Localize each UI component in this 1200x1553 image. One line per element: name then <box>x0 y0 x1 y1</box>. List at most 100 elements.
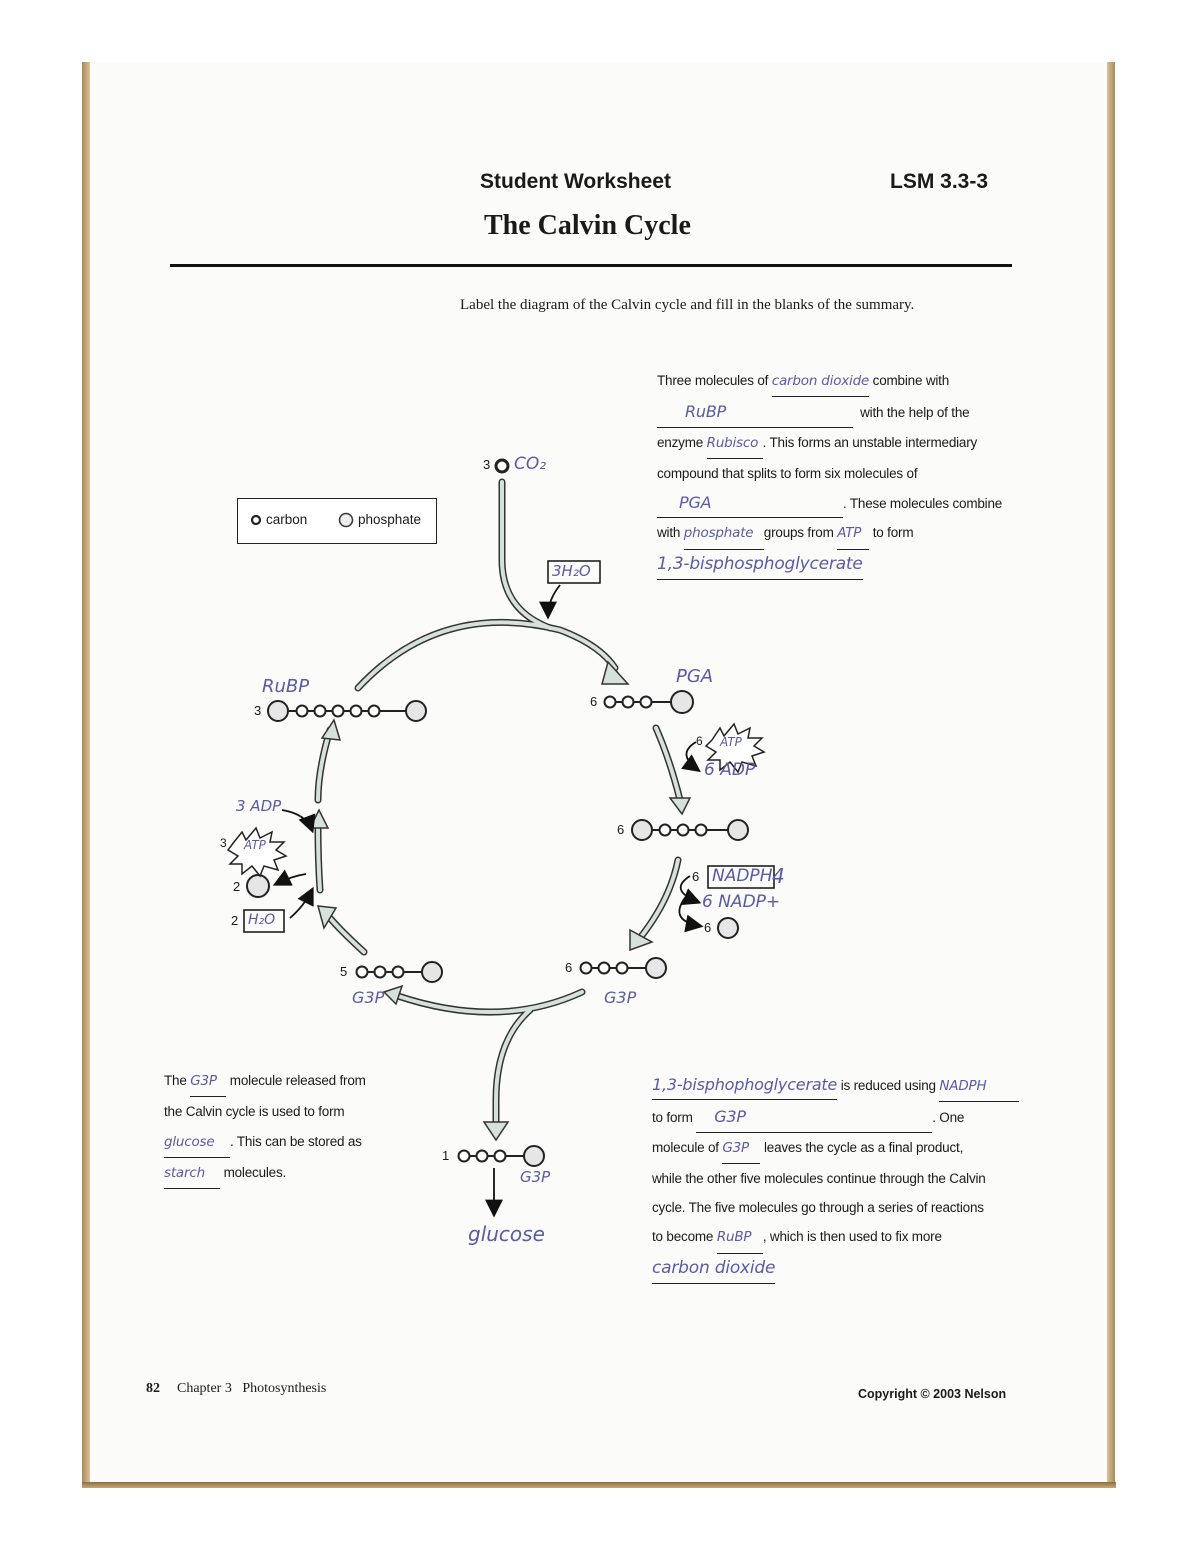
summary-top-text-6: compound that splits to form six molecul… <box>657 465 918 481</box>
page-title: The Calvin Cycle <box>484 210 691 241</box>
summary-right-text-5: leaves the cycle as a final product, <box>763 1139 964 1155</box>
co2-carbon-atom <box>494 458 510 474</box>
summary-right-text-3: . One <box>932 1110 965 1126</box>
answer-glucose: glucose <box>164 1128 230 1158</box>
copyright: Copyright © 2003 Nelson <box>858 1387 1007 1401</box>
arrowhead-rubp <box>320 718 342 741</box>
answer-rubp: RuBP <box>657 397 853 428</box>
summary-top-text-8: with <box>657 525 681 541</box>
answer-carbon-dioxide-2: carbon dioxide <box>652 1254 775 1285</box>
nadph-box <box>707 865 775 889</box>
legend-box: carbon phosphate <box>237 498 437 544</box>
h2o-left-count: 2 <box>231 913 239 928</box>
h2o-in-arrow <box>539 584 561 620</box>
molecule-g3p-right <box>579 957 667 979</box>
rubp-label: RuBP <box>262 676 310 697</box>
g3p-left-count: 5 <box>340 964 348 979</box>
phosphate-out-arrow <box>678 893 704 933</box>
summary-right-text-2: to form <box>652 1110 693 1126</box>
chapter-label: Chapter 3 Photosynthesis <box>177 1381 327 1396</box>
answer-rubp-2: RuBP <box>716 1223 763 1254</box>
h2o-left-arrow <box>289 886 314 919</box>
answer-pga: PGA <box>657 488 843 519</box>
h2o-left-box-frame <box>243 909 285 933</box>
arrowhead-glucose <box>482 1121 510 1142</box>
summary-left-text-3: the Calvin cycle is used to form <box>164 1104 345 1120</box>
page-number: 82 <box>146 1381 160 1396</box>
summary-top-text-9: groups from <box>763 525 834 541</box>
answer-bisphosphoglycerate: 1,3-bisphosphoglycerate <box>657 550 863 581</box>
summary-left-text-1: The <box>164 1073 187 1088</box>
summary-top-text-3: with the help of the <box>860 405 970 421</box>
g3p-out-label: G3P <box>520 1168 551 1186</box>
nadph-label: NADPH <box>712 866 773 886</box>
atp-starburst-right <box>704 722 766 774</box>
co2-count: 3 <box>483 457 491 472</box>
summary-top: Three molecules of carbon dioxide combin… <box>657 366 1003 581</box>
worksheet-page <box>84 62 1114 1484</box>
header-rule <box>170 264 1012 267</box>
summary-top-text-2: combine with <box>872 373 950 388</box>
summary-right: 1,3-bisphophoglycerate is reduced using … <box>652 1070 1020 1285</box>
g3p-right-label: G3P <box>604 988 637 1007</box>
carbon-symbol <box>250 514 262 526</box>
summary-top-text-10: to form <box>872 525 914 541</box>
lesson-code: LSM 3.3-3 <box>890 170 989 193</box>
answer-atp: ATP <box>837 519 870 550</box>
phosphate-released-right <box>717 917 739 939</box>
arrowhead-pga <box>601 660 630 685</box>
g3p-out-count: 1 <box>442 1148 450 1163</box>
h2o-label: 3H₂O <box>552 562 591 580</box>
answer-phosphate: phosphate <box>683 519 764 550</box>
phosphate-symbol <box>338 512 354 528</box>
molecule-bisphosphoglycerate <box>631 819 749 841</box>
molecule-g3p-left <box>355 961 443 983</box>
answer-bisphosphoglycerate-2: 1,3-bisphophoglycerate <box>652 1070 837 1101</box>
summary-right-text-1: is reduced using <box>840 1078 936 1093</box>
answer-carbon-dioxide: carbon dioxide <box>771 367 869 398</box>
nadp-out-arrow <box>679 875 702 906</box>
summary-right-text-8: to become <box>652 1229 714 1245</box>
atp-right-label: ATP <box>720 735 742 749</box>
bpg-count: 6 <box>617 822 625 837</box>
cycle-arrow-right-2 <box>636 856 682 942</box>
nadp-label: 6 NADP+ <box>702 892 781 912</box>
g3p-right-count: 6 <box>565 960 573 975</box>
page-edge-left <box>82 62 90 1484</box>
arrowhead-g3p-right <box>629 928 654 952</box>
summary-left-text-4: . This can be stored as <box>230 1133 362 1149</box>
rubp-count: 3 <box>254 703 262 718</box>
phosphate-out-count: 6 <box>704 920 712 935</box>
summary-top-text-5: . This forms an unstable intermediary <box>762 434 978 450</box>
arrowhead-left-1 <box>316 905 338 930</box>
h2o-left-label: H₂O <box>248 912 276 928</box>
summary-right-text-6: while the other five molecules continue … <box>652 1170 986 1186</box>
summary-left-text-5: molecules. <box>223 1164 287 1180</box>
nadph-count: 6 <box>692 869 700 884</box>
atp-left-count: 3 <box>220 836 227 850</box>
summary-top-text-1: Three molecules of <box>657 373 769 388</box>
adp-out-arrow <box>681 741 701 773</box>
page-edge-right <box>1107 62 1115 1484</box>
legend-phosphate-label: phosphate <box>358 512 422 527</box>
glucose-label: glucose <box>468 1222 545 1246</box>
phosphate-released-left <box>246 874 270 898</box>
summary-right-text-7: cycle. The five molecules go through a s… <box>652 1200 984 1216</box>
answer-g3p-left: G3P <box>190 1067 227 1098</box>
summary-top-text-4: enzyme <box>657 434 704 450</box>
summary-top-text-7: . These molecules combine <box>843 496 1003 512</box>
h2o-box <box>547 560 601 584</box>
arrowhead-bpg <box>668 797 692 816</box>
answer-g3p-right: G3P <box>696 1102 933 1133</box>
summary-right-text-9: , which is then used to fix more <box>762 1229 942 1245</box>
pga-count: 6 <box>590 694 598 709</box>
instructions: Label the diagram of the Calvin cycle an… <box>460 297 915 313</box>
atp-left-label: ATP <box>244 838 266 852</box>
arrowhead-left-2 <box>308 808 330 829</box>
g3p-left-label: G3P <box>352 988 385 1007</box>
atp-starburst-left <box>226 826 288 878</box>
summary-right-text-4: molecule of <box>652 1139 719 1155</box>
pga-label: PGA <box>676 666 714 687</box>
answer-g3p-product: G3P <box>722 1134 761 1164</box>
